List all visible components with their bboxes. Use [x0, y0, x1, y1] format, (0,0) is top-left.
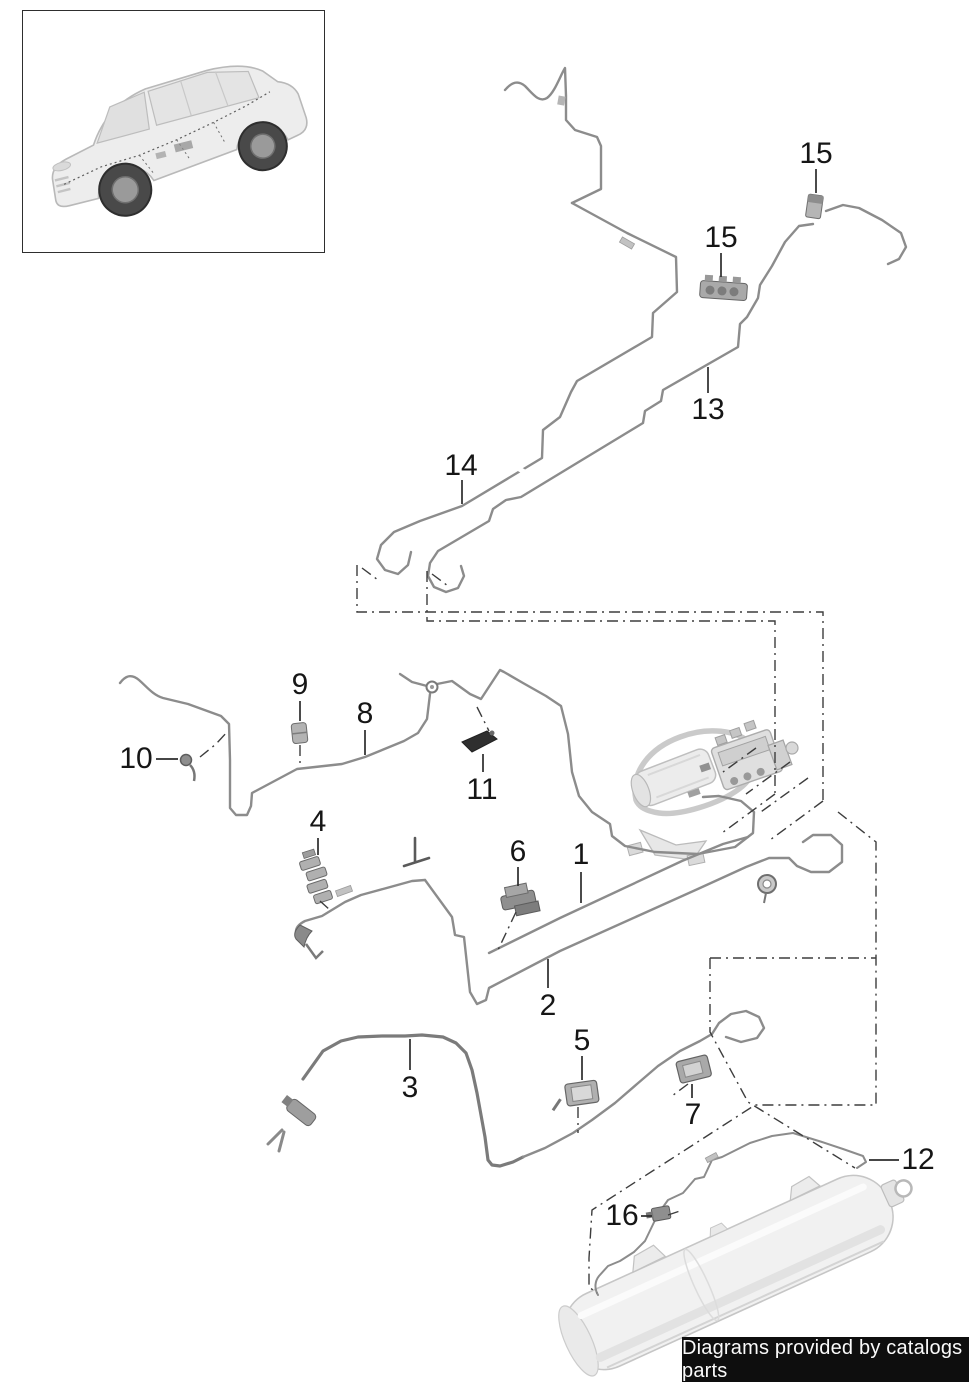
pipe-8 [118, 675, 432, 817]
pipe-3 [301, 1033, 525, 1168]
air-tank [558, 1174, 913, 1377]
grommet-ring [757, 874, 777, 904]
car-grille [54, 175, 71, 194]
callout-1: 1 [572, 838, 590, 871]
clip-9 [290, 722, 309, 744]
compressor-assembly [626, 719, 799, 867]
clip-6 [500, 882, 541, 917]
clip-5 [551, 1079, 600, 1112]
watermark-text: Diagrams provided by catalogs parts [682, 1336, 963, 1382]
callout-4: 4 [309, 805, 327, 838]
vehicle-thumbnail [22, 10, 325, 253]
callout-2: 2 [539, 989, 557, 1022]
clip-15-middle [699, 274, 748, 301]
pipe-5-7 [521, 1009, 766, 1159]
car-windshield [96, 91, 150, 145]
pipe-13-right-end [824, 203, 908, 266]
vehicle-sketch [51, 65, 308, 217]
pipe-top-feeder [503, 66, 603, 205]
reference-lines [199, 565, 877, 1294]
connector-3 [281, 1094, 317, 1127]
callout-12: 12 [901, 1143, 935, 1176]
car-headlight [52, 161, 72, 172]
bracket-11 [461, 730, 498, 753]
callout-9: 9 [291, 668, 309, 701]
fastener-parts [179, 193, 824, 1222]
callout-5: 5 [573, 1024, 591, 1057]
compressor-cylinder [630, 748, 717, 808]
callout-15: 15 [704, 221, 738, 254]
pipe-2 [423, 833, 844, 1006]
callout-6: 6 [509, 835, 527, 868]
clip-7 [675, 1054, 712, 1084]
pipe-sleeves [334, 95, 719, 1164]
car-side-glass [147, 70, 260, 126]
watermark-bar: Diagrams provided by catalogs parts [682, 1337, 969, 1382]
pipe-12-16 [594, 1132, 867, 1296]
pipe-8-stub [398, 672, 429, 688]
callout-11: 11 [466, 773, 498, 806]
callout-8: 8 [356, 697, 374, 730]
callout-14: 14 [444, 449, 478, 482]
clip-stack-4 [299, 848, 333, 905]
connector-3-fork [266, 1128, 286, 1153]
ring-fitting-8 [425, 680, 439, 694]
clip-10 [179, 753, 196, 782]
clip-15-top [805, 193, 824, 220]
callout-7: 7 [684, 1098, 702, 1131]
callout-10: 10 [119, 742, 153, 775]
valve-block [710, 719, 784, 791]
callout-3: 3 [401, 1071, 419, 1104]
callout-13: 13 [691, 393, 725, 426]
pipe-8-branch [435, 668, 756, 856]
callout-16: 16 [605, 1199, 639, 1232]
clip-16 [645, 1205, 672, 1222]
pipe-1 [487, 835, 750, 955]
pipe-gap-marker [511, 463, 531, 477]
fork-fitting [294, 924, 324, 960]
pipe-branch-tee [402, 836, 431, 868]
pipe-13 [426, 222, 815, 594]
callout-15: 15 [799, 137, 833, 170]
pipe-14 [375, 201, 679, 576]
